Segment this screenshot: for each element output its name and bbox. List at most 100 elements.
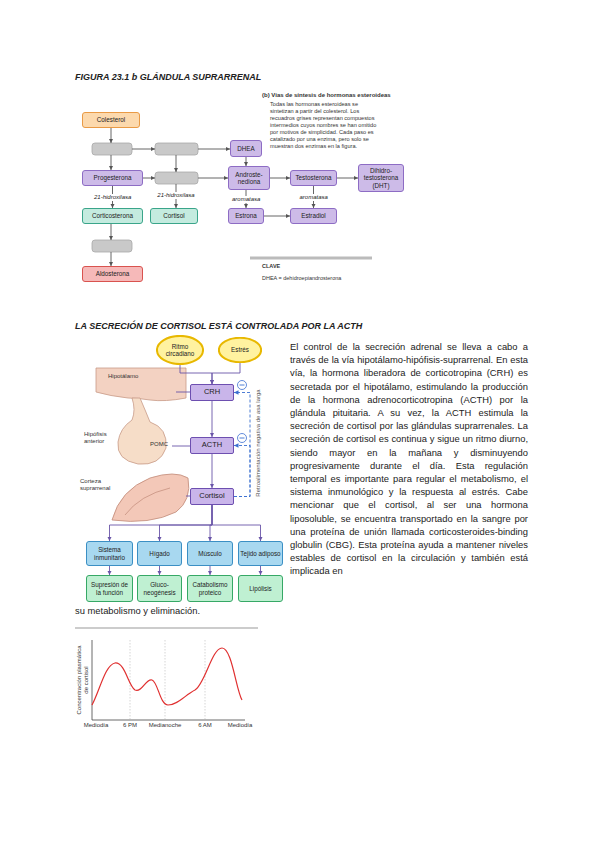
arrow-connector	[212, 363, 240, 384]
enzyme-label: 21-hidroxilasa	[93, 194, 132, 201]
node-text: Progesterona	[94, 174, 132, 181]
minus-sign	[240, 438, 245, 439]
effect-box: Supresión de la función	[86, 575, 133, 602]
body-paragraph: El control de la secreción adrenal se ll…	[290, 340, 528, 578]
hormone-box: ACTH	[190, 437, 234, 454]
effect-box: Catabolismo proteico	[187, 575, 233, 602]
hormone-box: Progesterona	[82, 170, 143, 186]
effect-box: Lipólisis	[238, 575, 283, 602]
mineralocorticoid-box: Aldosterona	[82, 266, 143, 282]
pathway-arrow	[198, 178, 228, 179]
stimulus-ellipse: Ritmo circadiano	[156, 335, 204, 365]
adrenal-medulla-line	[125, 488, 170, 515]
node-text: Ritmo circadiano	[161, 343, 199, 357]
adrenal-illustration	[112, 474, 189, 521]
arrow-connector	[109, 566, 110, 575]
pathway-arrow	[132, 149, 155, 150]
glucocorticoid-box: Corticosterona	[82, 208, 143, 224]
node-text: Tejido adiposo	[240, 550, 280, 557]
leader-line	[176, 392, 190, 393]
anatomy-label: Hipotálamo	[108, 373, 158, 380]
node-text: Dihidro- testosterona (DHT)	[360, 167, 402, 189]
target-box: Músculo	[187, 541, 233, 566]
arrow-connector	[160, 505, 213, 541]
node-text: Lipólisis	[249, 585, 271, 592]
node-text: ACTH	[202, 441, 222, 450]
node-text: Estradiol	[301, 212, 326, 219]
enzyme-label: aromatasa	[299, 194, 329, 201]
precursor-box: Colesterol	[82, 112, 140, 128]
grid-line	[130, 640, 131, 720]
hormone-box: Estradiol	[290, 208, 337, 224]
node-text: Cortisol	[199, 492, 224, 501]
arrow-connector	[337, 178, 358, 179]
stimulus-ellipse: Estrés	[218, 337, 262, 363]
target-box: Tejido adiposo	[238, 541, 283, 566]
arrow-connector	[212, 454, 213, 488]
leader-line	[172, 446, 190, 447]
pathway-arrow	[143, 178, 155, 179]
node-text: Hígado	[149, 550, 169, 557]
effect-box: Gluco- neogénesis	[137, 575, 182, 602]
inhibition-circle	[238, 434, 247, 443]
feedback-connector	[234, 393, 250, 497]
hormone-box: Androste- nediona	[228, 166, 270, 190]
anatomy-label: POMC	[150, 441, 172, 448]
enzyme-label: aromatasa	[231, 196, 261, 203]
feedback-connector	[234, 446, 250, 497]
anatomy-label: Hipófisis anterior	[84, 431, 120, 445]
hypothalamus-illustration	[96, 368, 186, 401]
axis-tick-label: Medianoche	[145, 722, 185, 729]
y-axis	[92, 640, 93, 720]
axis-tick-label: 6 PM	[110, 722, 150, 729]
node-text: Supresión de la función	[88, 581, 131, 595]
node-text: Aldosterona	[96, 270, 130, 277]
node-text: Estrés	[231, 346, 249, 353]
intermediate-box	[92, 143, 132, 155]
node-text: DHEA	[237, 145, 255, 152]
arrow-connector	[260, 566, 261, 575]
inhibition-symbol	[238, 381, 247, 390]
axis-title: Concentración plasmática de cortisol	[76, 644, 90, 716]
target-box: Sistema inmunitario	[86, 541, 133, 566]
body-paragraph: su metabolismo y eliminación.	[75, 604, 375, 617]
node-text: CRH	[204, 388, 220, 397]
section-heading: LA SECRECIÓN DE CORTISOL ESTÁ CONTROLADA…	[75, 321, 555, 332]
node-text: Sistema inmunitario	[88, 546, 131, 560]
arrow-connector	[212, 505, 261, 541]
arrow-connector	[246, 157, 247, 166]
hormone-box: DHEA	[230, 140, 262, 157]
pituitary-illustration	[118, 398, 166, 464]
cortisol-curve	[92, 648, 242, 705]
node-text: Colesterol	[97, 116, 125, 123]
hormone-box: Testosterona	[290, 170, 337, 186]
feedback-label: Retroalimentación negativa de asa larga	[255, 380, 262, 506]
hormone-box: CRH	[190, 384, 234, 401]
grid-line	[205, 640, 206, 720]
arrow-connector	[270, 178, 290, 179]
hormone-box: Cortisol	[190, 488, 234, 505]
node-text: Androste- nediona	[230, 171, 268, 185]
anatomy-label: Corteza suprarrenal	[80, 478, 126, 492]
x-axis	[92, 720, 245, 721]
hormone-box: Estrona	[228, 208, 264, 224]
arrow-connector	[180, 365, 212, 384]
axis-tick-label: Mediodía	[220, 722, 260, 729]
node-text: Cortisol	[163, 212, 184, 219]
panel-note: Todas las hormonas esteroideas se sintet…	[270, 101, 382, 150]
pathway-arrow	[198, 149, 230, 150]
pathway-arrow	[111, 252, 112, 266]
intermediate-box	[92, 240, 132, 252]
key-rule	[250, 257, 372, 260]
grid-line	[165, 640, 166, 720]
target-box: Hígado	[137, 541, 182, 566]
key-entry: DHEA = dehidroepiandrosterona	[262, 275, 372, 282]
figure-title: FIGURA 23.1 b GLÁNDULA SUPRARRENAL	[75, 72, 555, 83]
node-text: Gluco- neogénesis	[139, 581, 180, 595]
intermediate-box	[155, 143, 198, 155]
inhibition-circle	[238, 381, 247, 390]
pathway-arrow	[111, 224, 112, 240]
arrow-connector	[264, 216, 290, 217]
hormone-box: Dihidro- testosterona (DHT)	[358, 164, 404, 192]
